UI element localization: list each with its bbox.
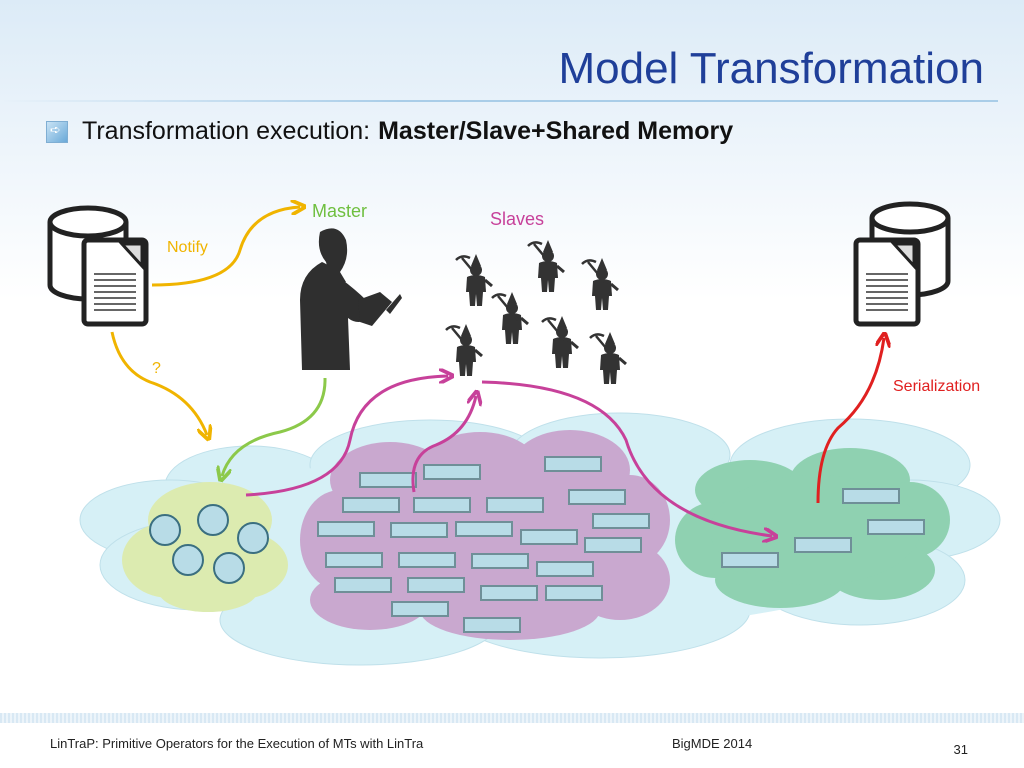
output-model-cluster xyxy=(675,448,950,608)
master-label: Master xyxy=(312,201,367,221)
notify-arrow xyxy=(151,207,300,287)
footer-presentation-title: LinTraP: Primitive Operators for the Exe… xyxy=(50,736,424,751)
serialization-arrow xyxy=(816,338,884,504)
slaves-work-cluster xyxy=(300,430,670,640)
cluster-to-slaves-arrow xyxy=(411,396,476,493)
footer-divider xyxy=(0,713,1024,723)
input-database-icon xyxy=(47,205,146,324)
slaves-to-output-arrow xyxy=(481,380,772,536)
question-arrow xyxy=(110,331,207,435)
serialization-label: Serialization xyxy=(893,378,980,395)
footer-event: BigMDE 2014 xyxy=(672,736,753,751)
master-silhouette-icon xyxy=(300,228,402,370)
slide-title: Model Transformation xyxy=(558,44,984,93)
master-to-memory-arrow xyxy=(222,377,327,476)
memory-to-slaves-arrow xyxy=(245,376,448,497)
bullet-emphasis: Master/Slave+Shared Memory xyxy=(378,117,734,145)
output-database-icon xyxy=(856,201,951,324)
bullet-arrow-icon xyxy=(46,120,68,143)
title-divider xyxy=(0,100,998,102)
slide-number: 31 xyxy=(953,742,968,757)
bullet-item: Transformation execution: Master/Slave+S… xyxy=(46,117,733,146)
input-model-cluster xyxy=(122,482,288,612)
worker-silhouette-icon xyxy=(444,238,628,386)
notify-label: Notify xyxy=(167,239,208,256)
bullet-text: Transformation execution: xyxy=(82,117,371,145)
question-label: ? xyxy=(152,360,161,377)
slaves-label: Slaves xyxy=(490,209,544,229)
